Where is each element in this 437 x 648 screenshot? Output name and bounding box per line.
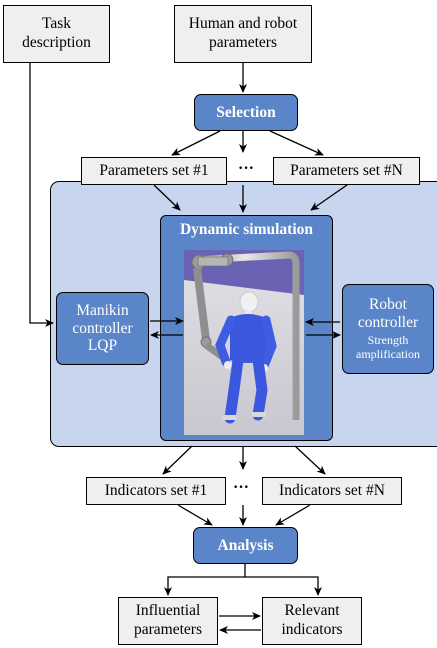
manikin-controller-box: Manikin controller LQP bbox=[56, 292, 149, 365]
dynamic-simulation-title: Dynamic simulation bbox=[179, 221, 314, 238]
manikin-controller-title: Manikin controller bbox=[72, 301, 133, 337]
indicators-ellipsis: ··· bbox=[233, 479, 250, 496]
simulation-illustration bbox=[184, 250, 304, 435]
influential-parameters-box: Influential parameters bbox=[118, 597, 218, 645]
human-robot-parameters-box: Human and robot parameters bbox=[174, 5, 312, 63]
parameters-ellipsis: ··· bbox=[238, 160, 255, 177]
task-description-box: Task description bbox=[3, 5, 110, 63]
parameters-set-n-box: Parameters set #N bbox=[273, 157, 420, 185]
parameters-set-1-box: Parameters set #1 bbox=[81, 157, 227, 185]
manikin-controller-sub: LQP bbox=[87, 337, 118, 355]
robot-controller-title: Robot controller bbox=[357, 296, 419, 332]
indicators-set-1-box: Indicators set #1 bbox=[86, 477, 226, 505]
indicators-set-n-box: Indicators set #N bbox=[262, 477, 402, 505]
analysis-box: Analysis bbox=[193, 527, 298, 564]
relevant-indicators-box: Relevant indicators bbox=[262, 597, 362, 645]
selection-box: Selection bbox=[194, 94, 298, 131]
robot-controller-box: Robot controller Strength amplification bbox=[342, 284, 434, 374]
robot-controller-sub: Strength amplification bbox=[356, 333, 420, 361]
